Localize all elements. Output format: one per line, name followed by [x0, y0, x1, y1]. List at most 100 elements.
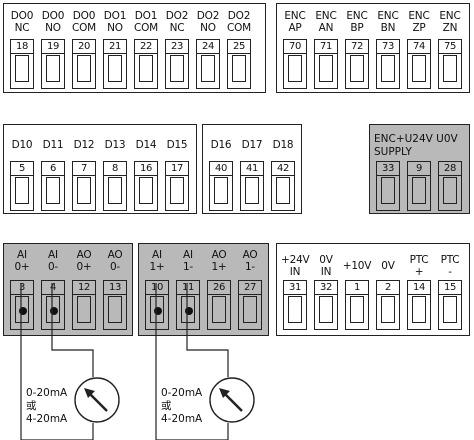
terminal: 73 — [376, 39, 400, 89]
terminal: 5 — [10, 161, 34, 211]
terminal: 17 — [165, 161, 189, 211]
terminal: 1 — [345, 280, 369, 330]
terminal-number: 22 — [135, 41, 157, 54]
ammeter-icon — [74, 377, 120, 423]
wire-connection-dot — [154, 307, 162, 315]
terminal: 41 — [240, 161, 264, 211]
terminal-number: 75 — [439, 41, 461, 54]
terminal-number: 40 — [210, 163, 232, 176]
terminal-number: 10 — [146, 282, 168, 295]
terminal: 42 — [271, 161, 295, 211]
terminal: 70 — [283, 39, 307, 89]
terminal: 27 — [238, 280, 262, 330]
terminal: 12 — [72, 280, 96, 330]
terminal: 72 — [345, 39, 369, 89]
terminal: 40 — [209, 161, 233, 211]
di-label: D18 — [272, 139, 294, 151]
terminal-number: 19 — [42, 41, 64, 54]
terminal-number: 9 — [408, 163, 430, 176]
terminal: 7 — [72, 161, 96, 211]
terminal-number: 20 — [73, 41, 95, 54]
terminal-number: 73 — [377, 41, 399, 54]
terminal-number: 24 — [197, 41, 219, 54]
di-label: D14 — [135, 139, 157, 151]
wire-connection-dot — [19, 307, 27, 315]
terminal-number: 28 — [439, 163, 461, 176]
terminal-number: 72 — [346, 41, 368, 54]
terminal: 26 — [207, 280, 231, 330]
terminal-number: 7 — [73, 163, 95, 176]
terminal: 2 — [376, 280, 400, 330]
terminal-number: 21 — [104, 41, 126, 54]
terminal: 9 — [407, 161, 431, 211]
terminal: 24 — [196, 39, 220, 89]
terminal-number: 41 — [241, 163, 263, 176]
terminal: 25 — [227, 39, 251, 89]
terminal-number: 31 — [284, 282, 306, 295]
terminal-number: 74 — [408, 41, 430, 54]
terminal: 22 — [134, 39, 158, 89]
terminal-number: 18 — [11, 41, 33, 54]
terminal-number: 71 — [315, 41, 337, 54]
terminal-number: 32 — [315, 282, 337, 295]
terminal-number: 12 — [73, 282, 95, 295]
terminal: 15 — [438, 280, 462, 330]
digital-input-block-1: D10 D11 D12 D13 D14 D15 5 6 7 8 16 17 — [3, 124, 197, 214]
power-label: PTC- — [440, 254, 460, 278]
terminal: 28 — [438, 161, 462, 211]
terminal-number: 14 — [408, 282, 430, 295]
terminal: 31 — [283, 280, 307, 330]
terminal-number: 17 — [166, 163, 188, 176]
di-label: D15 — [166, 139, 188, 151]
terminal-number: 26 — [208, 282, 230, 295]
di-label: D17 — [241, 139, 263, 151]
di-label: D11 — [42, 139, 64, 151]
terminal-number: 4 — [42, 282, 64, 295]
terminal-number: 11 — [177, 282, 199, 295]
wire-connection-dot — [185, 307, 193, 315]
terminal-number: 42 — [272, 163, 294, 176]
terminal-number: 25 — [228, 41, 250, 54]
power-label: +10V — [342, 260, 372, 272]
terminal-number: 27 — [239, 282, 261, 295]
power-label: 0V — [381, 260, 395, 272]
terminal: 32 — [314, 280, 338, 330]
di-label: D12 — [73, 139, 95, 151]
power-label: PTC+ — [409, 254, 429, 278]
terminal: 6 — [41, 161, 65, 211]
terminal-number: 8 — [104, 163, 126, 176]
terminal: 74 — [407, 39, 431, 89]
terminal: 4 — [41, 280, 65, 330]
terminal-number: 2 — [377, 282, 399, 295]
terminal: 3 — [10, 280, 34, 330]
di-label: D16 — [210, 139, 232, 151]
terminal-number: 33 — [377, 163, 399, 176]
terminal: 21 — [103, 39, 127, 89]
terminal-number: 6 — [42, 163, 64, 176]
terminal: 10 — [145, 280, 169, 330]
